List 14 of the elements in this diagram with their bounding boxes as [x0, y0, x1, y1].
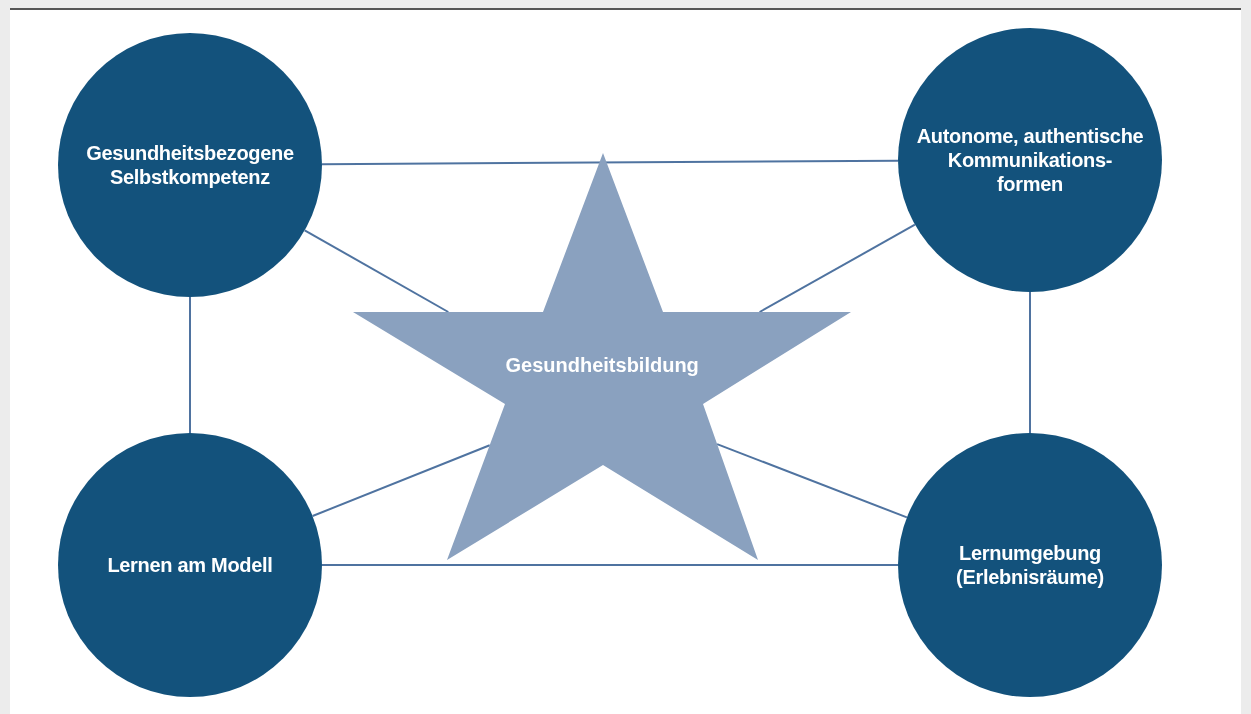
- connector-line: [758, 223, 916, 313]
- star-node: [353, 153, 851, 560]
- connector-line: [1029, 291, 1031, 434]
- connector-line: [321, 564, 899, 566]
- node-label: Lernen am Modell: [107, 553, 273, 577]
- connector-line: [321, 159, 899, 166]
- node-label: Lernumgebung (Erlebnisräume): [955, 541, 1105, 589]
- node-label: Gesundheitsbildung: [505, 353, 699, 377]
- node-label: Gesundheitsbezogene Selbstkompetenz: [85, 141, 295, 189]
- connector-line: [311, 444, 491, 517]
- connector-line: [189, 296, 191, 434]
- connector-line: [303, 229, 450, 313]
- connector-line: [716, 443, 908, 519]
- node-label: Autonome, authentische Kommunikations- formen: [915, 124, 1145, 196]
